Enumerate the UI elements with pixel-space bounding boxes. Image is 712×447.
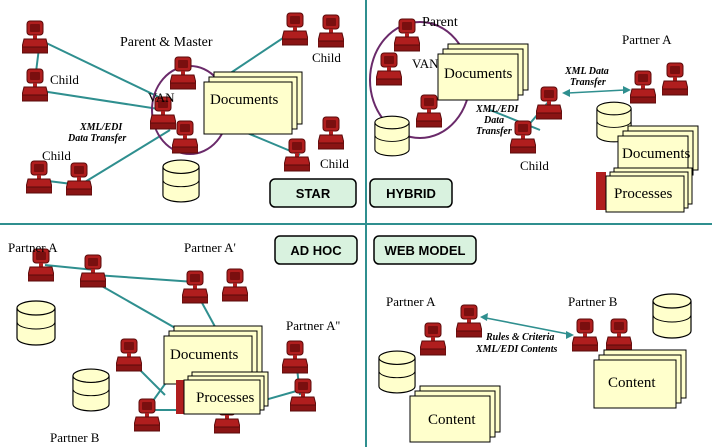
transfer-label: Data <box>483 115 504 126</box>
partner-computer-icon <box>80 254 106 288</box>
processes-label: Processes <box>196 390 254 406</box>
child-label: Child <box>50 72 79 87</box>
child-computer-icon <box>22 68 48 102</box>
child-computer-icon <box>318 14 344 48</box>
partner-computer-icon <box>662 62 688 96</box>
documents-label: Documents <box>210 92 278 108</box>
partner-a-label: Partner A <box>8 240 58 255</box>
adhoc-badge <box>274 235 358 265</box>
partner-computer-icon <box>134 398 160 432</box>
xml-transfer-label: XML Data <box>564 66 609 77</box>
transfer-label: XML/EDI <box>79 122 123 133</box>
documents-label: Documents <box>622 146 690 162</box>
database-icon <box>72 368 110 412</box>
partner-a2-label: Partner A'' <box>286 318 340 333</box>
child-label: Child <box>520 158 549 173</box>
child-label: Child <box>42 148 71 163</box>
content-label: Content <box>428 412 476 428</box>
documents-label: Documents <box>170 347 238 363</box>
adhoc-quadrant: Documents Processes Partner A Partner A'… <box>8 235 358 445</box>
documents-label: Documents <box>444 66 512 82</box>
content-label: Content <box>608 375 656 391</box>
partner-b-label: Partner B <box>50 430 100 445</box>
documents-stack <box>437 43 529 101</box>
van-label: VAN <box>148 90 175 105</box>
computer-icon <box>170 56 196 90</box>
computer-icon <box>536 86 562 120</box>
content-stack <box>593 349 687 409</box>
parent-master-label: Parent & Master <box>120 35 213 50</box>
child-label: Child <box>312 50 341 65</box>
computer-icon <box>116 338 142 372</box>
hybrid-quadrant: Documents Documents Processes Parent VAN… <box>369 15 699 213</box>
child-computer-icon <box>282 12 308 46</box>
child-computer-icon <box>318 116 344 150</box>
database-icon <box>374 115 410 157</box>
transfer-label: Data Transfer <box>67 133 126 144</box>
partner-computer-icon <box>456 304 482 338</box>
content-stack <box>409 385 501 443</box>
partner-computer-icon <box>222 268 248 302</box>
partner-computer-icon <box>606 318 632 352</box>
xml-transfer-label: Transfer <box>570 77 606 88</box>
star-quadrant: Documents Parent & Master VAN XML/EDI Da… <box>22 12 357 208</box>
child-computer-icon <box>284 138 310 172</box>
partner-a-label: Partner A <box>386 294 436 309</box>
computer-icon <box>394 18 420 52</box>
rules-label: Rules & Criteria <box>485 332 554 343</box>
database-icon <box>378 350 416 394</box>
database-icon <box>162 159 200 203</box>
child-computer-icon <box>22 20 48 54</box>
partner-computer-icon <box>572 318 598 352</box>
hybrid-badge-label: HYBRID <box>386 186 436 201</box>
parent-label: Parent <box>422 15 458 30</box>
processes-stack <box>596 167 693 213</box>
documents-stack <box>203 71 303 135</box>
database-icon <box>16 300 56 346</box>
partner-label: Partner A <box>622 32 672 47</box>
processes-stack <box>176 371 269 415</box>
web-model-badge <box>373 235 477 265</box>
transfer-label: XML/EDI <box>475 104 519 115</box>
partner-a1-label: Partner A' <box>184 240 236 255</box>
partner-computer-icon <box>282 340 308 374</box>
partner-computer-icon <box>182 270 208 304</box>
star-badge-label: STAR <box>296 186 331 201</box>
partner-computer-icon <box>290 378 316 412</box>
partner-b-label: Partner B <box>568 294 618 309</box>
star-badge <box>269 178 357 208</box>
van-label: VAN <box>412 56 439 71</box>
web-model-badge-label: WEB MODEL <box>385 243 466 258</box>
transfer-label: Transfer <box>476 126 512 137</box>
rules-label: XML/EDI Contents <box>475 344 558 355</box>
processes-label: Processes <box>614 186 672 202</box>
partner-computer-icon <box>630 70 656 104</box>
adhoc-badge-label: AD HOC <box>290 243 342 258</box>
hybrid-badge <box>369 178 453 208</box>
child-computer-icon <box>26 160 52 194</box>
web-quadrant: Content Content Partner A Partner B Rule… <box>373 235 692 443</box>
partner-computer-icon <box>420 322 446 356</box>
child-label: Child <box>320 156 349 171</box>
computer-icon <box>376 52 402 86</box>
database-icon <box>652 293 692 339</box>
